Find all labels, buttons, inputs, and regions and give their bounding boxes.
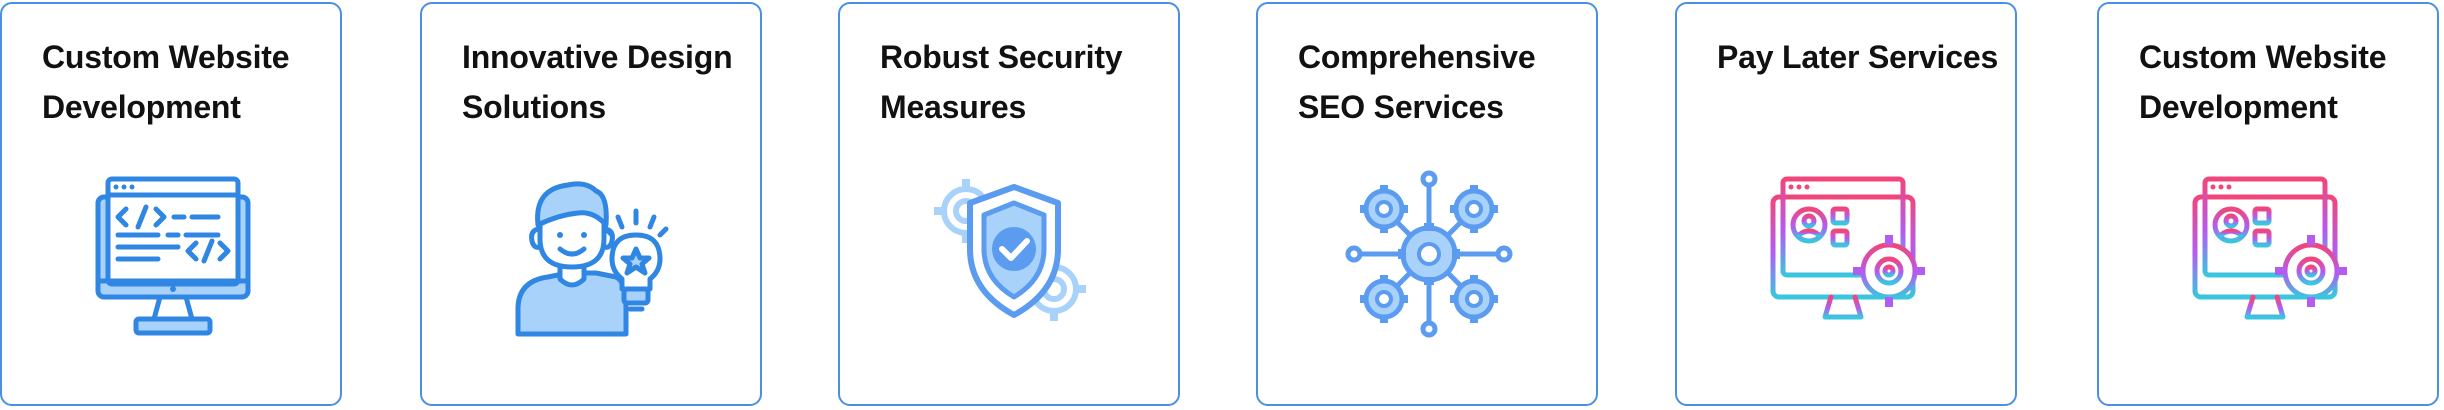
service-card-robust-security-measures[interactable]: Robust Security Measures [838,2,1180,406]
gear-network-icon [1344,169,1514,339]
service-card-comprehensive-seo-services[interactable]: Comprehensive SEO Services [1256,2,1598,406]
card-title: Custom Website Development [2139,39,2387,125]
monitor-settings-icon [1763,169,1933,339]
service-card-innovative-design-solutions[interactable]: Innovative Design Solutions [420,2,762,406]
service-card-custom-website-development[interactable]: Custom Website Development [0,2,342,406]
monitor-settings-icon [2185,169,2355,339]
code-monitor-icon [88,169,258,339]
service-card-pay-later-services[interactable]: Pay Later Services [1675,2,2017,406]
card-title: Custom Website Development [42,39,290,125]
card-title: Robust Security Measures [880,39,1123,125]
shield-gears-icon [926,169,1096,339]
card-title: Comprehensive SEO Services [1298,39,1536,125]
service-card-custom-website-development-2[interactable]: Custom Website Development [2097,2,2439,406]
card-title: Pay Later Services [1717,39,1999,75]
person-lightbulb-icon [508,169,678,339]
card-title: Innovative Design Solutions [462,39,733,125]
